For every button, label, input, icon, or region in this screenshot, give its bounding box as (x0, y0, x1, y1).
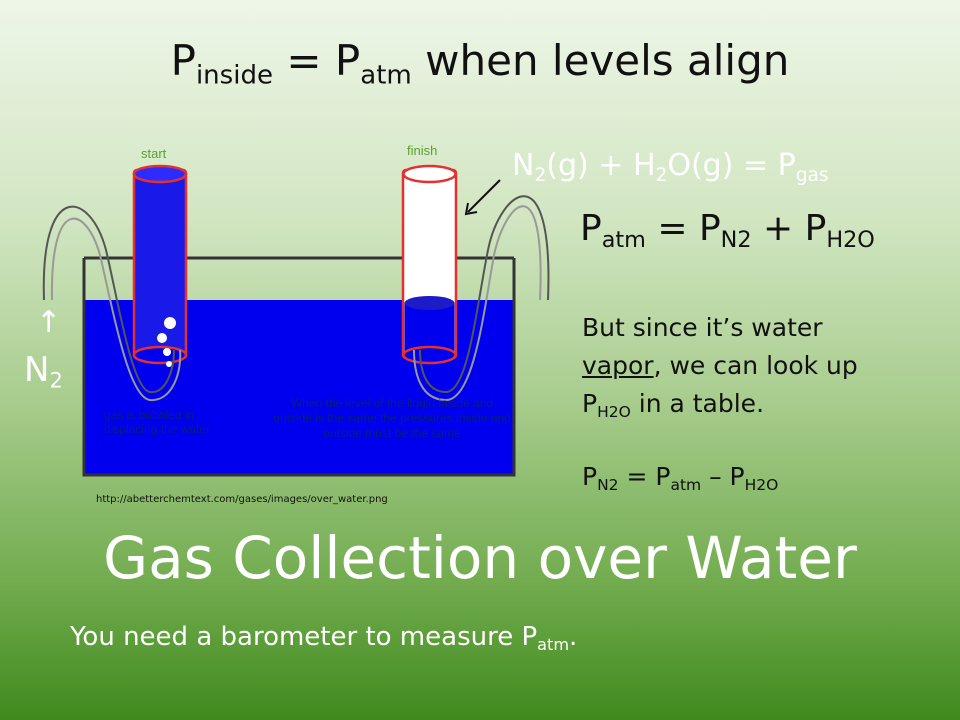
slide-title: Pinside = Patm when levels align (170, 36, 790, 91)
explanation-text: But since it’s water vapor, we can look … (582, 309, 952, 431)
pn2-equation: PN2 = Patm – PH2O (582, 462, 779, 494)
main-heading: Gas Collection over Water (103, 524, 857, 592)
finish-label: finish (407, 143, 438, 158)
delivery-tube-right (419, 195, 550, 394)
pointer-arrowhead (464, 202, 478, 216)
n2-label: N2 (24, 350, 63, 393)
delivery-tube-right (413, 205, 542, 402)
tube-finish-bottom (402, 345, 457, 365)
bubble (163, 348, 171, 356)
n2-arrow-icon: ↑ (36, 305, 62, 340)
start-label: start (141, 146, 167, 161)
explain-line-2: vapor, we can look up (582, 351, 858, 380)
tube-finish-top (402, 164, 457, 184)
reaction-equation: N2(g) + H2O(g) = Pgas (512, 148, 829, 186)
tube-finish-level (404, 296, 455, 310)
tube-start-bottom (132, 345, 188, 365)
caption-right: When the level of the liquid inside and … (273, 396, 511, 440)
patm-equation: Patm = PN2 + PH2O (580, 208, 875, 254)
delivery-tube-left (50, 217, 182, 402)
bubble (164, 317, 176, 329)
barometer-note: You need a barometer to measure Patm. (70, 622, 578, 655)
bubble (157, 333, 167, 343)
tube-start (132, 168, 188, 360)
pointer-arrow (467, 179, 501, 213)
delivery-tube-left (42, 205, 175, 394)
bubble (166, 361, 172, 367)
explain-line-3: PH2O in a table. (582, 389, 765, 421)
image-source-url: http://abetterchemtext.com/gases/images/… (96, 494, 388, 505)
tank-outline (82, 258, 516, 477)
tube-start-top (132, 164, 188, 184)
caption-left: gas is bubbled in displacing the water (104, 408, 211, 436)
explain-line-1: But since it’s water (582, 313, 823, 342)
